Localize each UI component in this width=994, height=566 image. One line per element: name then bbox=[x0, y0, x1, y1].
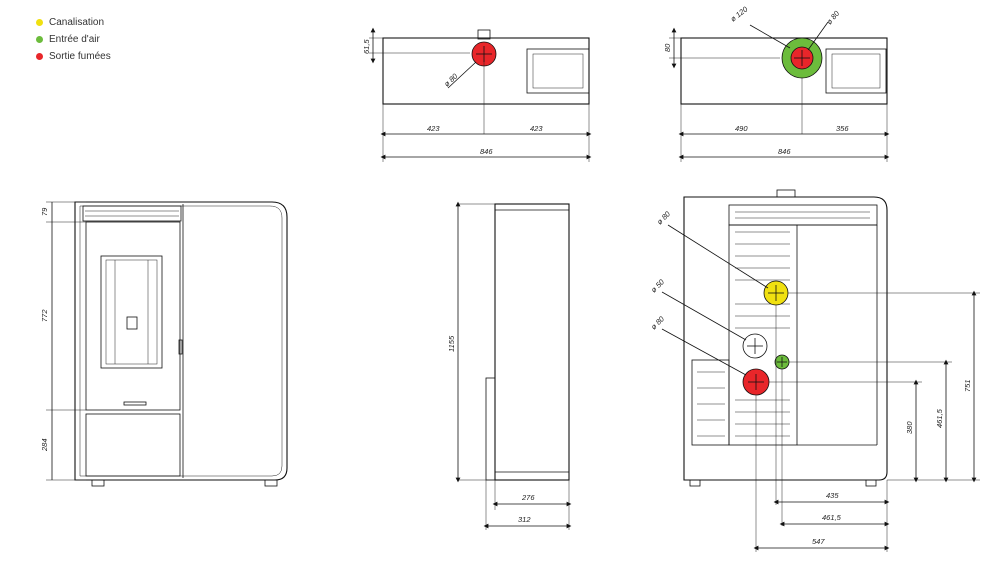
fire-window bbox=[100, 255, 163, 369]
green-dot-icon bbox=[36, 36, 43, 43]
d-outer-label: ø 120 bbox=[729, 4, 750, 23]
w-right-label: 423 bbox=[530, 124, 543, 133]
front-door bbox=[85, 221, 181, 411]
side-rear-box bbox=[485, 377, 496, 481]
diameter-leader bbox=[447, 61, 477, 89]
red-dot-icon bbox=[36, 53, 43, 60]
legend-item-air: Entrée d'air bbox=[36, 31, 111, 48]
rear-vent-panel bbox=[728, 224, 798, 446]
w-right-label: 356 bbox=[836, 124, 849, 133]
front-view: 79 772 284 bbox=[40, 201, 288, 487]
rear-view: ø 80 ø 50 ø 80 751 461,5 380 435 461,5 5… bbox=[649, 189, 980, 552]
diameter-leader bbox=[807, 21, 829, 51]
w-left-label: 423 bbox=[427, 124, 440, 133]
h-top-label: 79 bbox=[40, 207, 49, 216]
w-435-label: 435 bbox=[826, 491, 839, 500]
legend-label: Entrée d'air bbox=[49, 34, 100, 45]
front-lower-panel bbox=[85, 413, 181, 477]
d-top-label: ø 80 bbox=[655, 209, 673, 227]
front-outline bbox=[74, 201, 288, 481]
front-inner-outline bbox=[79, 205, 283, 477]
h-bottom-label: 284 bbox=[40, 438, 49, 452]
legend-label: Sortie fumées bbox=[49, 51, 111, 62]
side-outline bbox=[494, 203, 570, 481]
w-total-label: 312 bbox=[518, 515, 531, 524]
top-view-1-stub bbox=[477, 29, 491, 40]
h-mid-label: 772 bbox=[40, 309, 49, 322]
legend-label: Canalisation bbox=[49, 17, 105, 28]
rear-outline bbox=[683, 196, 888, 481]
h-751-label: 751 bbox=[963, 379, 972, 392]
vent-slots bbox=[697, 211, 870, 437]
top-view-2-hopper bbox=[825, 48, 887, 94]
front-foot bbox=[91, 479, 105, 487]
rear-left-vent bbox=[691, 359, 730, 446]
front-foot bbox=[264, 479, 278, 487]
ash-slot bbox=[123, 401, 147, 406]
dim-61-label: 61,5 bbox=[362, 39, 371, 54]
yellow-dot-icon bbox=[36, 19, 43, 26]
d-lower-label: ø 80 bbox=[649, 314, 667, 332]
front-grille bbox=[82, 205, 182, 222]
diameter-leader bbox=[667, 224, 769, 289]
w-461-label: 461,5 bbox=[822, 513, 842, 522]
door-handle bbox=[178, 339, 183, 355]
w-depth-label: 276 bbox=[521, 493, 535, 502]
legend-item-canalisation: Canalisation bbox=[36, 14, 111, 31]
d-middle-label: ø 50 bbox=[649, 277, 667, 295]
diameter-leader bbox=[661, 291, 747, 341]
rear-foot bbox=[865, 479, 877, 487]
top-view-2-hopper-inner bbox=[831, 53, 881, 89]
legend-item-fumees: Sortie fumées bbox=[36, 48, 111, 65]
w-total-label: 846 bbox=[480, 147, 493, 156]
w-left-label: 490 bbox=[735, 124, 748, 133]
rear-top-stub bbox=[776, 189, 796, 198]
w-total-label: 846 bbox=[778, 147, 791, 156]
top-view-1: 61,5 ø 80 423 423 846 bbox=[362, 27, 592, 162]
h-461-label: 461,5 bbox=[935, 408, 944, 428]
top-view-2: 80 ø 120 ø 80 490 356 846 bbox=[663, 4, 890, 162]
diameter-leader bbox=[661, 328, 747, 376]
rear-foot bbox=[689, 479, 701, 487]
fire-window-inner bbox=[105, 259, 158, 365]
legend: Canalisation Entrée d'air Sortie fumées bbox=[36, 14, 111, 65]
w-547-label: 547 bbox=[812, 537, 825, 546]
logo-badge-icon bbox=[126, 316, 138, 330]
dim-80-label: 80 bbox=[663, 43, 672, 52]
d-inner-label: ø 80 bbox=[825, 8, 842, 26]
h-380-label: 380 bbox=[905, 421, 914, 434]
diameter-leader bbox=[749, 24, 791, 49]
top-view-1-hopper-inner bbox=[532, 53, 584, 89]
h-total-label: 1155 bbox=[447, 335, 456, 352]
top-view-2-outline bbox=[680, 37, 888, 105]
side-view: 1155 276 312 bbox=[447, 201, 572, 530]
top-view-1-hopper bbox=[526, 48, 590, 94]
